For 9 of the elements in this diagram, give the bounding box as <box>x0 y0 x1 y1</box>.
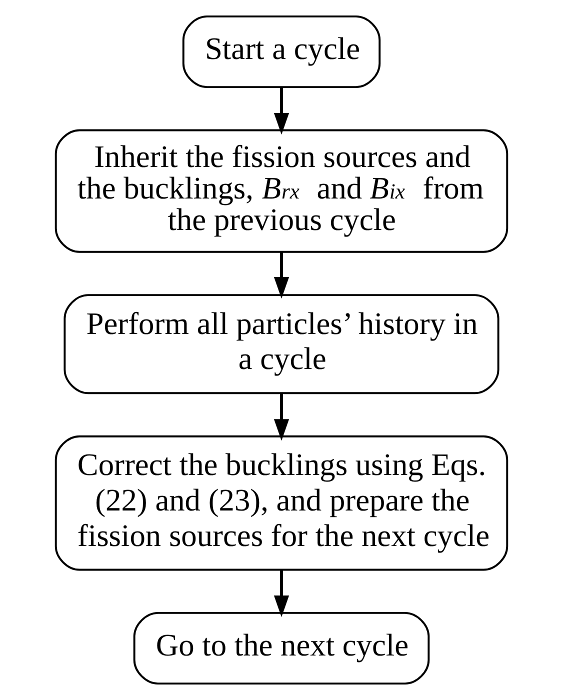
arrow <box>274 570 290 618</box>
node-box: Go to the next cycle <box>133 612 430 685</box>
arrow <box>274 252 290 299</box>
node-box: Correct the bucklings using Eqs. (22) and (23), and prepare the fission sources for the next cycle <box>54 435 508 571</box>
node-box: Start a cycle <box>182 15 381 88</box>
node-box: Perform all particles’ history in a cycle <box>64 294 500 394</box>
arrow <box>274 393 290 441</box>
node-box: Inherit the fission sources and the bucklings, Brx and Bix from the previous cycle <box>54 129 508 253</box>
arrow <box>274 87 290 135</box>
